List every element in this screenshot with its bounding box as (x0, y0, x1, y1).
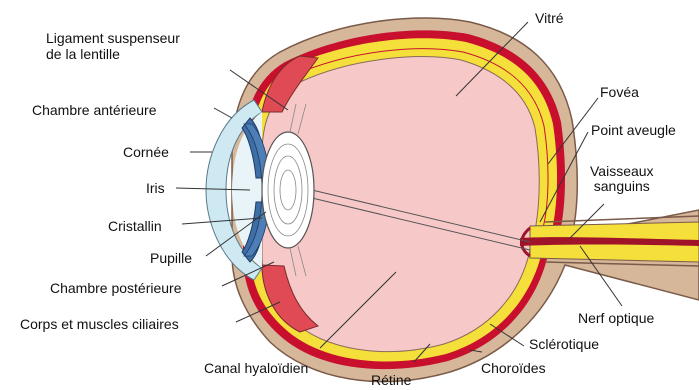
label-cornee: Cornée (123, 144, 169, 160)
label-ligament: Ligament suspenseur de la lentille (46, 30, 180, 62)
label-sclerotique: Sclérotique (529, 336, 599, 352)
label-chambre-anterieure: Chambre antérieure (32, 102, 157, 118)
label-point-aveugle: Point aveugle (591, 122, 676, 138)
label-vitre: Vitré (535, 10, 564, 26)
lens-shape (262, 132, 314, 248)
label-chambre-posterieure: Chambre postérieure (50, 280, 182, 296)
label-pupille: Pupille (150, 250, 192, 266)
label-corps-ciliaires: Corps et muscles ciliaires (20, 316, 179, 332)
label-canal: Canal hyaloïdien (204, 360, 308, 376)
leader-chambre-anterieure (214, 108, 232, 118)
label-cristallin: Cristallin (108, 218, 162, 234)
label-fovea: Fovéa (600, 84, 639, 100)
label-nerf: Nerf optique (578, 310, 654, 326)
label-choroides: Choroïdes (481, 360, 546, 376)
label-vaisseaux: Vaisseaux sanguins (590, 164, 654, 194)
label-retine: Rétine (371, 372, 411, 388)
label-iris: Iris (146, 180, 165, 196)
